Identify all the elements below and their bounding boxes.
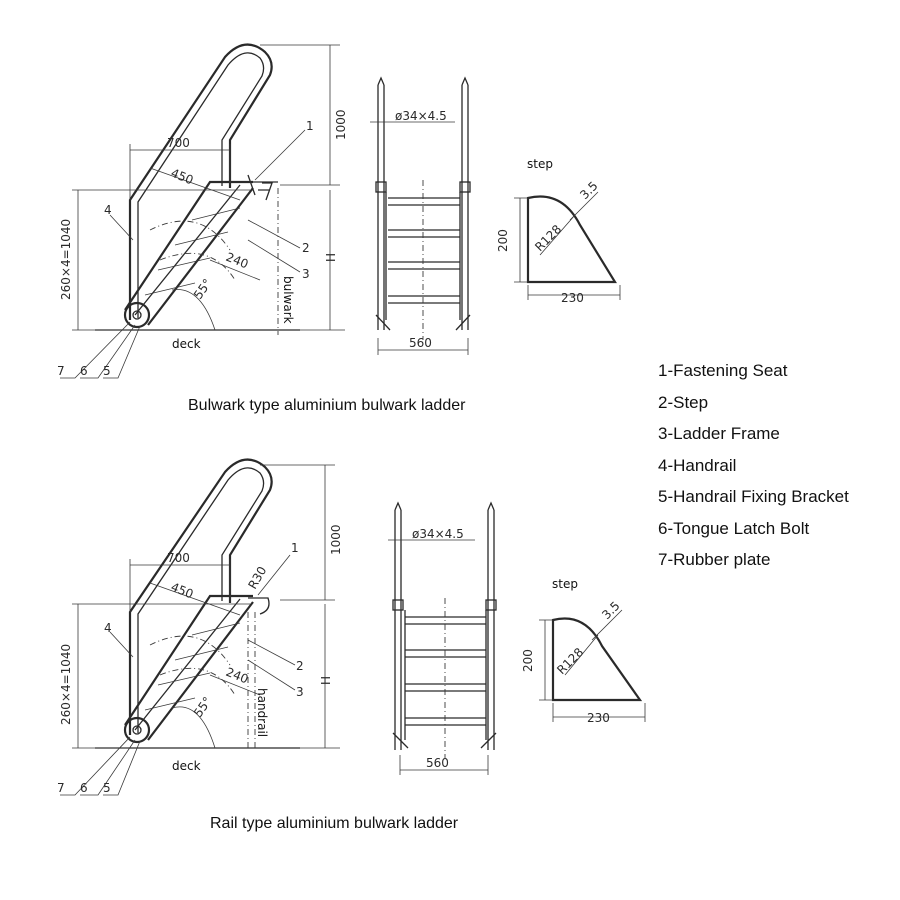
dim-r30: R30 xyxy=(245,564,269,591)
callout-5-rail: 5 xyxy=(103,781,111,795)
step-dim-200-b: 200 xyxy=(521,649,535,672)
legend-item-1: 1-Fastening Seat xyxy=(658,361,788,380)
step-profile-bottom: step 200 R128 3.5 230 xyxy=(521,577,646,725)
callout-4-rail: 4 xyxy=(104,621,112,635)
step-title-bottom: step xyxy=(552,577,578,591)
dim-1000: 1000 xyxy=(334,109,348,140)
caption-rail-type: Rail type aluminium bulwark ladder xyxy=(210,815,459,832)
callout-2-rail: 2 xyxy=(296,659,304,673)
step-profile-shape xyxy=(526,195,617,284)
callout-6-rail: 6 xyxy=(80,781,88,795)
front-view-bulwark: ø34×4.5 560 xyxy=(370,76,471,355)
dim-1000-rail: 1000 xyxy=(329,524,343,555)
step-dim-3-5-b: 3.5 xyxy=(599,599,622,622)
legend-item-4: 4-Handrail xyxy=(658,455,737,475)
legend-item-6: 6-Tongue Latch Bolt xyxy=(658,518,810,538)
callout-3: 3 xyxy=(302,267,310,281)
step-dim-200: 200 xyxy=(496,229,510,252)
callout-1-rail: 1 xyxy=(291,541,299,555)
callout-6: 6 xyxy=(80,364,88,378)
dim-tube-top: ø34×4.5 xyxy=(395,109,447,123)
caption-bulwark-type: Bulwark type aluminium bulwark ladder xyxy=(188,397,466,414)
legend-item-3: 3-Ladder Frame xyxy=(658,424,780,443)
dim-560-bottom: 560 xyxy=(426,756,449,770)
label-bulwark: bulwark xyxy=(281,276,295,324)
callout-7: 7 xyxy=(57,364,65,378)
legend-item-5: 5-Handrail Fixing Bracket xyxy=(658,487,849,506)
rubber-plate-foot xyxy=(123,301,151,329)
callout-3-rail: 3 xyxy=(296,685,304,699)
label-handrail: handrail xyxy=(255,688,269,737)
dim-700: 700 xyxy=(167,136,190,150)
dim-h: H xyxy=(324,253,338,262)
front-view-rail: ø34×4.5 560 xyxy=(388,501,497,775)
legend-item-2: 2-Step xyxy=(658,392,709,412)
ladder-frame-stringer-a xyxy=(124,180,253,311)
dim-700-rail: 700 xyxy=(167,551,190,565)
step-dim-230: 230 xyxy=(561,291,584,305)
step-title-top: step xyxy=(527,157,553,171)
handrail-line xyxy=(247,612,256,750)
step-dim-230-b: 230 xyxy=(587,711,610,725)
label-deck-rail: deck xyxy=(172,759,201,773)
callout-7-rail: 7 xyxy=(57,781,65,795)
step-dim-r128-b: R128 xyxy=(554,645,586,677)
callout-4: 4 xyxy=(104,203,112,217)
dim-h-rail: H xyxy=(319,676,333,685)
ladder-frame-stringer-b xyxy=(147,187,254,326)
callout-1: 1 xyxy=(306,119,314,133)
legend-item-7: 7-Rubber plate xyxy=(658,550,771,569)
dim-1040: 260×4=1040 xyxy=(59,219,73,300)
dim-1040-rail: 260×4=1040 xyxy=(59,644,73,725)
side-view-rail: 700 450 260×4=1040 1000 H 240 55° R30 de… xyxy=(57,458,343,796)
dim-560-top: 560 xyxy=(409,336,432,350)
label-deck: deck xyxy=(172,337,201,351)
parts-legend: 1-Fastening Seat 2-Step 3-Ladder Frame 4… xyxy=(658,360,849,581)
callout-5: 5 xyxy=(103,364,111,378)
callout-2: 2 xyxy=(302,241,310,255)
dim-tube-bottom: ø34×4.5 xyxy=(412,527,464,541)
handrail-outline xyxy=(128,43,273,320)
dim-240-rail: 240 xyxy=(224,665,250,687)
dim-450-rail: 450 xyxy=(169,580,195,602)
